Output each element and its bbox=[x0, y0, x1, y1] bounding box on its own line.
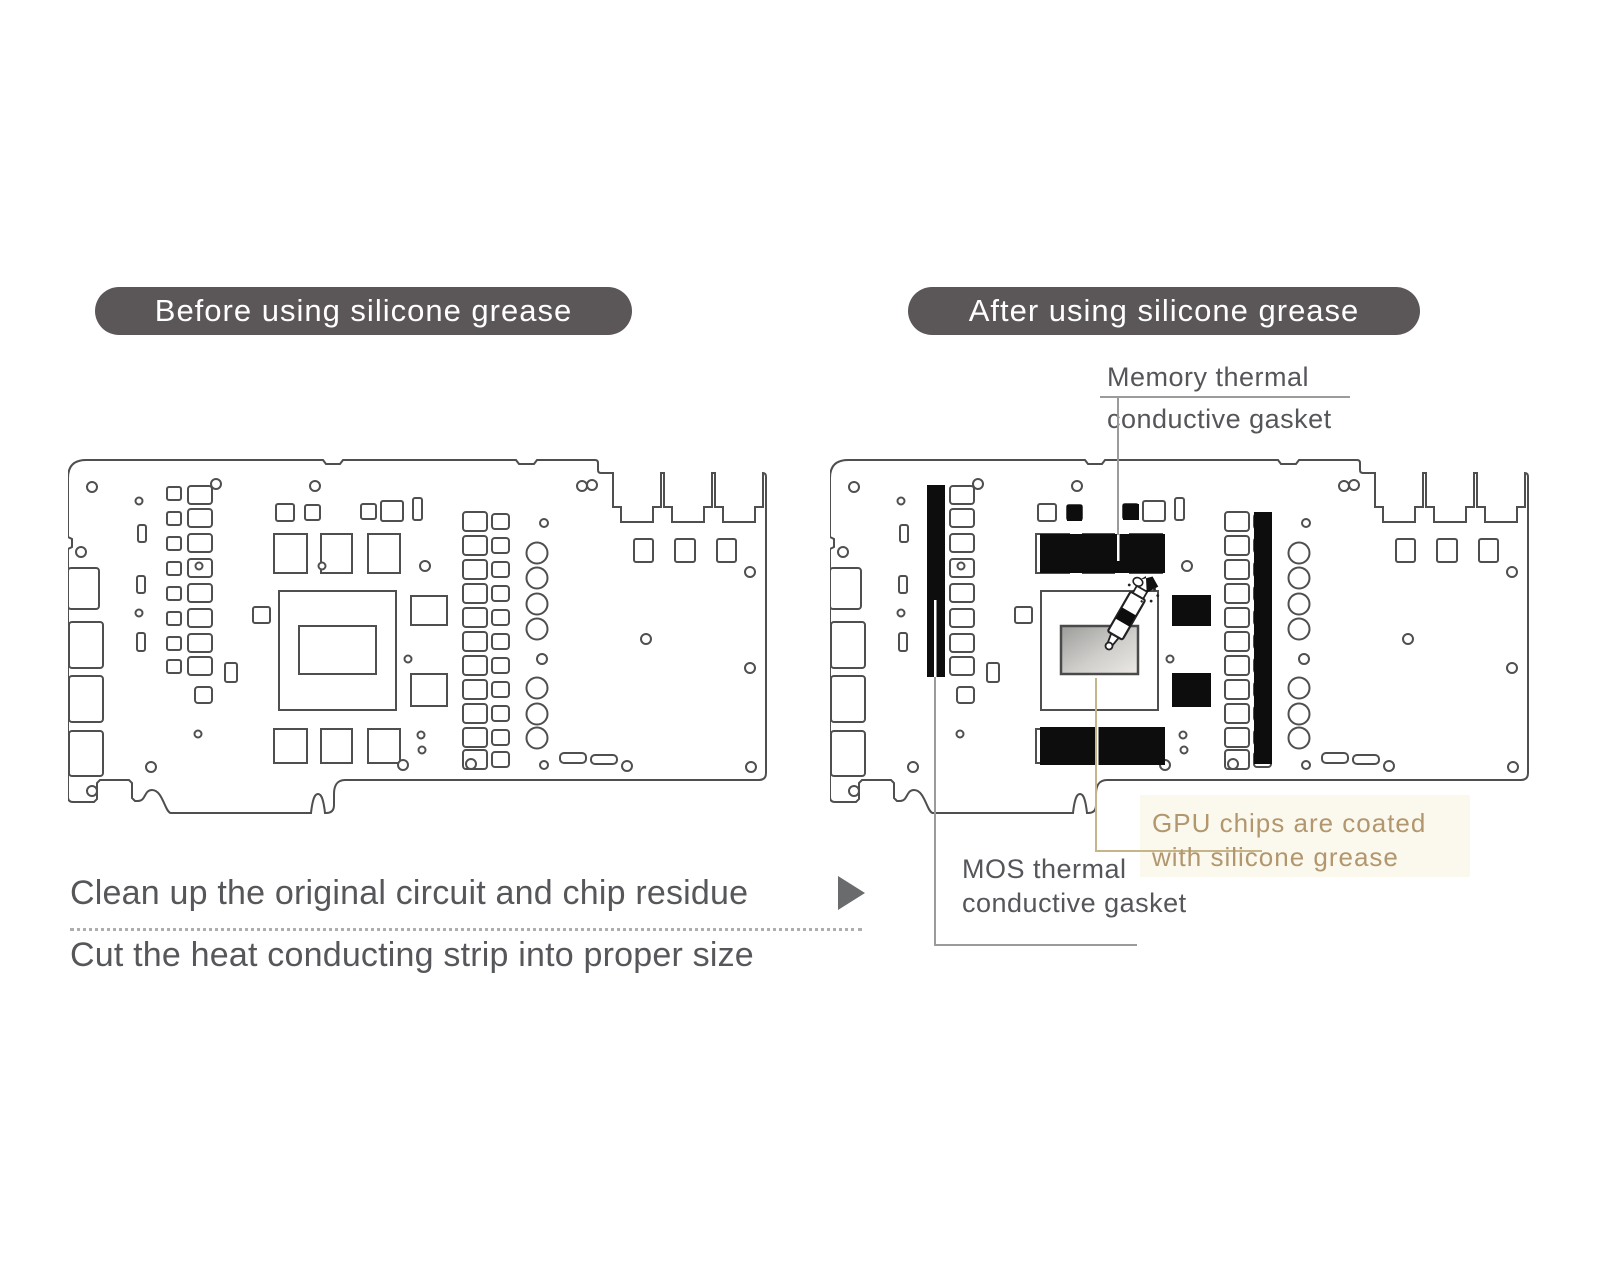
before-board-diagram bbox=[68, 459, 767, 814]
gpu-grease-label-line2: with silicone grease bbox=[1152, 842, 1399, 872]
mos-gasket-label-line1: MOS thermal bbox=[962, 854, 1127, 884]
gpu-leader-line-h bbox=[1095, 850, 1262, 852]
right-triangle-icon bbox=[838, 876, 865, 910]
mosfet-thermal-pad-lower bbox=[1172, 673, 1211, 707]
mos-leader-line-v bbox=[934, 677, 936, 945]
mos-gasket-label-line2: conductive gasket bbox=[962, 888, 1187, 918]
gpu-leader-line-v bbox=[1095, 678, 1097, 851]
memory-leader-rule bbox=[1100, 396, 1350, 398]
instruction-divider bbox=[70, 928, 862, 931]
memory-leader-line bbox=[1117, 398, 1119, 535]
before-badge: Before using silicone grease bbox=[95, 287, 632, 335]
after-badge: After using silicone grease bbox=[908, 287, 1420, 335]
memory-thermal-pad-bottom bbox=[1040, 727, 1165, 765]
memory-gasket-label-line1: Memory thermal bbox=[1107, 362, 1310, 392]
memory-gasket-label-line2: conductive gasket bbox=[1107, 404, 1332, 434]
vrm-thermal-pad bbox=[1254, 512, 1272, 764]
grease-tube-icon bbox=[1104, 576, 1160, 651]
gpu-label-highlight bbox=[1140, 795, 1470, 877]
mosfet-thermal-pad-upper bbox=[1172, 595, 1211, 626]
mos-thermal-pad bbox=[927, 485, 945, 677]
memory-thermal-pad-top bbox=[1040, 534, 1165, 573]
small-thermal-pad bbox=[1067, 505, 1082, 521]
after-board-diagram bbox=[830, 459, 1529, 814]
small-thermal-pad bbox=[1123, 504, 1139, 520]
instruction-step1: Clean up the original circuit and chip r… bbox=[70, 874, 749, 912]
mos-leader-line-h bbox=[934, 944, 1137, 946]
gpu-grease-label-line1: GPU chips are coated bbox=[1152, 808, 1427, 838]
instruction-step2: Cut the heat conducting strip into prope… bbox=[70, 936, 754, 974]
